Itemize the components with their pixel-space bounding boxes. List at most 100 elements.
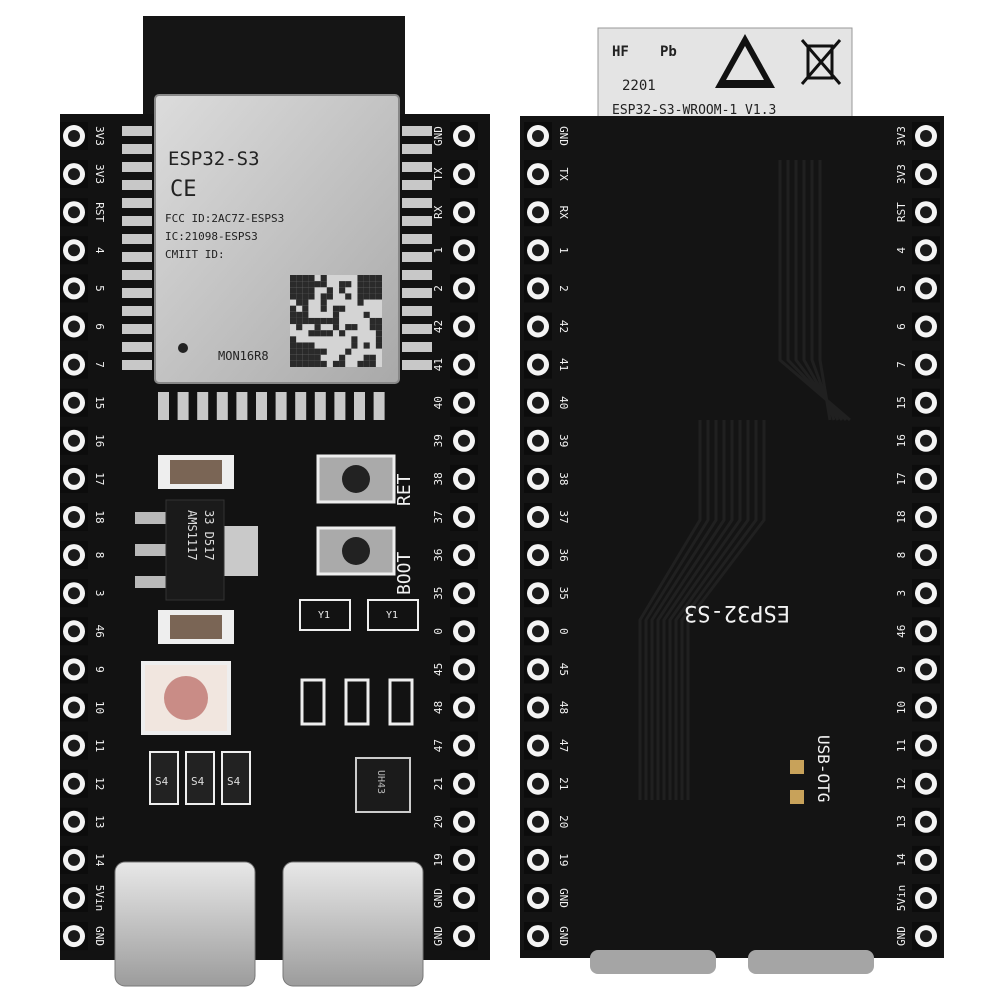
front-left-pin-center bbox=[68, 434, 80, 447]
front-right-pin-label: 45 bbox=[432, 663, 445, 676]
back-left-pin-center bbox=[532, 320, 544, 333]
qr-module bbox=[339, 354, 346, 361]
shield-module-label: ESP32-S3-WROOM-1 V1.3 bbox=[612, 103, 776, 118]
back-left-pin-label: 1 bbox=[557, 247, 570, 254]
back-left-pin-center bbox=[532, 625, 544, 638]
qr-module bbox=[308, 317, 315, 325]
qr-module bbox=[320, 275, 327, 282]
date-code: 2201 bbox=[622, 78, 656, 94]
ce-mark: CE bbox=[170, 177, 197, 202]
front-right-pin-center bbox=[458, 892, 470, 904]
qr-module bbox=[302, 275, 309, 282]
pcb-traces bbox=[638, 160, 851, 800]
front-left-pin-label: GND bbox=[93, 926, 106, 946]
pcb-trace bbox=[686, 420, 766, 800]
back-right-pin-label: 9 bbox=[895, 666, 908, 673]
qr-module bbox=[296, 354, 303, 361]
module-pad bbox=[402, 180, 432, 190]
qr-module bbox=[339, 360, 346, 367]
back-right-pin-center bbox=[920, 549, 932, 562]
front-left-pin-label: 3V3 bbox=[93, 164, 106, 184]
status-led bbox=[344, 678, 370, 726]
pcb-trace bbox=[674, 420, 750, 800]
qr-module bbox=[375, 275, 382, 282]
diode-label: S4 bbox=[191, 775, 205, 788]
module-pad bbox=[122, 324, 152, 334]
back-right-pin-label: 15 bbox=[895, 396, 908, 409]
front-left-pin-center bbox=[68, 396, 80, 409]
reset-button-cap[interactable] bbox=[342, 537, 370, 565]
qr-module bbox=[320, 293, 327, 300]
back-left-pin-label: 19 bbox=[557, 853, 570, 866]
qr-module bbox=[363, 275, 370, 282]
back-left-pin-center bbox=[532, 168, 544, 181]
boot-button-cap[interactable] bbox=[342, 465, 370, 493]
front-right-pin-center bbox=[458, 396, 470, 409]
qr-module bbox=[314, 330, 321, 337]
qr-module bbox=[363, 287, 370, 294]
qr-module bbox=[369, 360, 376, 367]
reset-button[interactable] bbox=[316, 526, 396, 576]
qr-module bbox=[357, 293, 364, 300]
hf-mark: HF bbox=[612, 44, 629, 60]
back-right-pin-label: 12 bbox=[895, 777, 908, 790]
front-left-pin-label: 6 bbox=[93, 323, 106, 330]
front-right-pin-center bbox=[458, 244, 470, 257]
front-right-pin-label: RX bbox=[432, 205, 445, 219]
front-right-pin-label: 1 bbox=[432, 247, 445, 254]
front-left-pin-label: 18 bbox=[93, 510, 106, 523]
module-pad bbox=[122, 288, 152, 298]
back-left-pin-label: 21 bbox=[557, 777, 570, 790]
back-left-pin-center bbox=[532, 892, 544, 904]
qr-module bbox=[320, 330, 327, 337]
module-pad bbox=[402, 342, 432, 352]
back-left-pin-label: 41 bbox=[557, 358, 570, 371]
back-right-pin-center bbox=[920, 892, 932, 904]
back-left-pin-center bbox=[532, 282, 544, 295]
front-right-pin-center bbox=[458, 511, 470, 523]
qr-module bbox=[314, 348, 321, 355]
qr-module bbox=[345, 293, 352, 300]
module-fcc: FCC ID:2AC7Z-ESPS3 bbox=[165, 212, 284, 225]
qr-module bbox=[363, 293, 370, 300]
back-left-pin-label: 48 bbox=[557, 701, 570, 714]
front-right-pin-label: 19 bbox=[432, 853, 445, 866]
qr-module bbox=[302, 287, 309, 294]
front-left-pin-center bbox=[68, 701, 80, 714]
back-right-pin-center bbox=[920, 206, 932, 219]
usb-c-port-right[interactable] bbox=[282, 861, 424, 987]
qr-module bbox=[332, 311, 340, 318]
back-left-pin-center bbox=[532, 130, 544, 142]
qr-module bbox=[363, 311, 370, 318]
qr-module bbox=[314, 360, 321, 367]
back-left-pin-center bbox=[532, 396, 544, 409]
qr-module bbox=[332, 360, 340, 367]
module-pad bbox=[402, 288, 432, 298]
pcb-trace bbox=[644, 420, 710, 800]
qr-module bbox=[345, 348, 352, 355]
qr-module bbox=[363, 354, 370, 361]
module-pad bbox=[402, 360, 432, 370]
front-right-pin-center bbox=[458, 472, 470, 485]
regulator-code: 33 D517 bbox=[202, 510, 216, 561]
front-left-pin-center bbox=[68, 739, 80, 752]
back-left-pin-label: GND bbox=[557, 126, 570, 146]
qr-module bbox=[369, 354, 376, 361]
qr-module bbox=[351, 342, 358, 349]
front-left-pin-center bbox=[68, 892, 80, 904]
regulator-label: AMS1117 bbox=[185, 510, 199, 561]
qr-module bbox=[296, 324, 303, 331]
pcb-trace bbox=[668, 420, 742, 800]
usb-ic bbox=[355, 757, 411, 813]
module-pad bbox=[122, 270, 152, 280]
qr-module bbox=[290, 305, 297, 312]
diode bbox=[185, 751, 215, 805]
front-right-pin-label: 48 bbox=[432, 701, 445, 714]
front-right-pin-label: 35 bbox=[432, 587, 445, 600]
front-left-pin-label: 5Vin bbox=[93, 885, 106, 912]
usb-c-port-left[interactable] bbox=[114, 861, 256, 987]
qr-module bbox=[326, 293, 333, 300]
module-pad bbox=[402, 144, 432, 154]
front-right-pin-label: 20 bbox=[432, 815, 445, 828]
capacitor bbox=[170, 460, 222, 484]
